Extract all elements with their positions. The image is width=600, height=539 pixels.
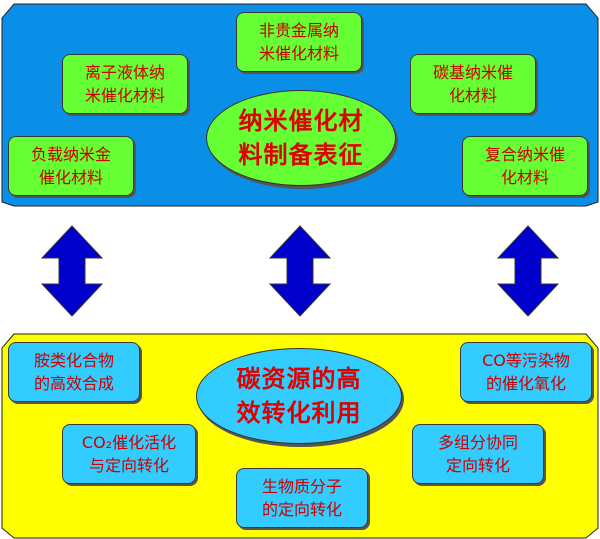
box-label: 碳基纳米催 化材料 bbox=[432, 63, 513, 105]
box-co2-activation: CO₂催化活化 与定向转化 bbox=[62, 424, 196, 484]
box-ionic-liquid: 离子液体纳 米催化材料 bbox=[62, 54, 188, 114]
top-center-title: 纳米催化材 料制备表征 bbox=[238, 107, 364, 169]
box-supported-gold: 负载纳米金 催化材料 bbox=[8, 136, 134, 196]
box-label: 多组分协同 定向转化 bbox=[437, 433, 518, 475]
left-double-arrow-icon bbox=[40, 225, 104, 317]
center-double-arrow-icon bbox=[268, 225, 332, 317]
box-label: 非贵金属纳 米催化材料 bbox=[258, 21, 339, 63]
right-double-arrow-icon bbox=[496, 225, 560, 317]
box-biomass: 生物质分子 的定向转化 bbox=[236, 468, 368, 528]
box-carbon-based: 碳基纳米催 化材料 bbox=[410, 54, 536, 114]
box-amine-synthesis: 胺类化合物 的高效合成 bbox=[8, 342, 140, 402]
box-co-oxidation: CO等污染物 的催化氧化 bbox=[460, 342, 592, 402]
box-label: CO₂催化活化 与定向转化 bbox=[81, 433, 177, 475]
box-label: 离子液体纳 米催化材料 bbox=[84, 63, 165, 105]
box-label: 负载纳米金 催化材料 bbox=[30, 145, 111, 187]
box-label: 胺类化合物 的高效合成 bbox=[33, 351, 114, 393]
top-center-ellipse: 纳米催化材 料制备表征 bbox=[206, 90, 396, 186]
box-label: 复合纳米催 化材料 bbox=[484, 145, 565, 187]
box-non-noble-metal: 非贵金属纳 米催化材料 bbox=[236, 12, 362, 72]
box-composite: 复合纳米催 化材料 bbox=[462, 136, 588, 196]
box-label: CO等污染物 的催化氧化 bbox=[482, 351, 570, 393]
bottom-center-ellipse: 碳资源的高 效转化利用 bbox=[196, 348, 402, 444]
box-multicomponent: 多组分协同 定向转化 bbox=[412, 424, 544, 484]
bottom-center-title: 碳资源的高 效转化利用 bbox=[236, 365, 362, 427]
box-label: 生物质分子 的定向转化 bbox=[261, 477, 342, 519]
